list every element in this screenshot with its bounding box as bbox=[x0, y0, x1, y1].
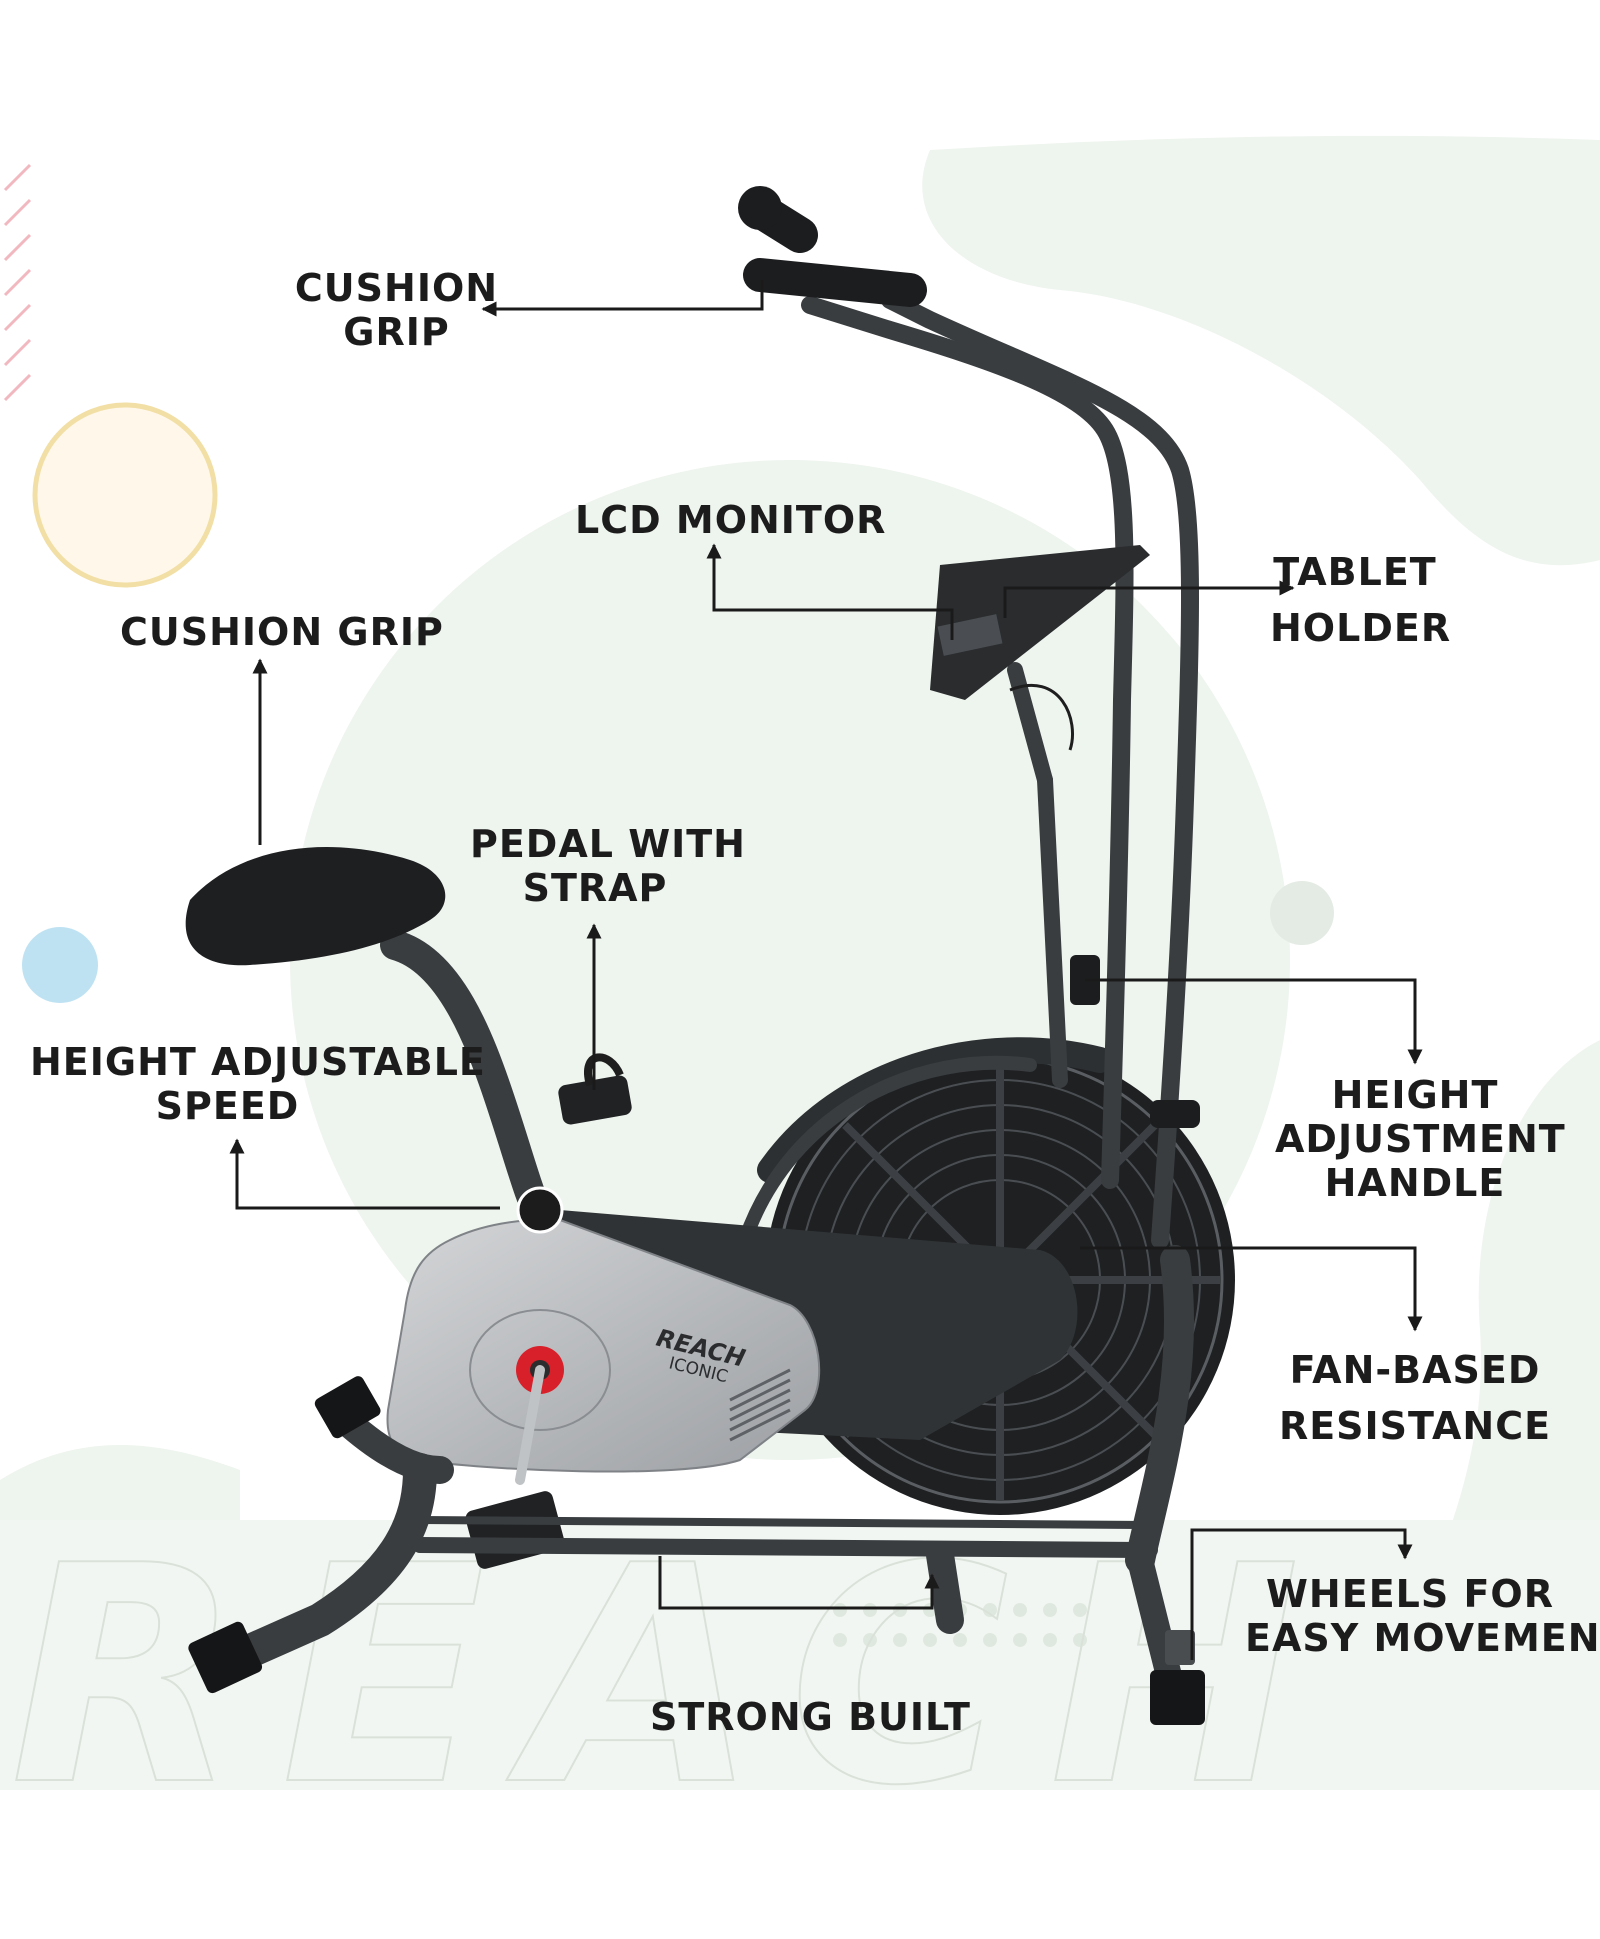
leader-lines bbox=[229, 280, 1423, 1660]
arrow-height-adjustable-speed bbox=[229, 1138, 500, 1210]
exercise-bike: REACH ICONIC bbox=[185, 186, 1235, 1725]
grey-dot bbox=[1270, 881, 1334, 945]
label-cushion-grip-seat: CUSHION GRIP bbox=[120, 610, 444, 654]
arrow-lcd-monitor bbox=[706, 543, 954, 640]
body-cover: REACH ICONIC bbox=[386, 1210, 1078, 1473]
arrow-strong-built bbox=[658, 1556, 940, 1610]
seat-assembly bbox=[185, 847, 564, 1234]
handlebar-frame bbox=[801, 291, 1199, 1713]
arrow-tablet-holder bbox=[1003, 580, 1295, 618]
yellow-circle-outline bbox=[32, 402, 218, 588]
blue-dot bbox=[22, 927, 98, 1003]
arrow-height-adjustment-handle bbox=[1085, 978, 1423, 1065]
base-frame bbox=[213, 1406, 1158, 1677]
console bbox=[930, 545, 1150, 1088]
base-feet bbox=[188, 1376, 1205, 1725]
label-height-adjustment-handle: HEIGHT ADJUSTMENT HANDLE bbox=[1275, 1073, 1566, 1205]
label-fan-based-resistance: FAN-BASED RESISTANCE bbox=[1278, 1348, 1552, 1448]
arrow-wheels bbox=[1190, 1528, 1413, 1660]
label-strong-built: STRONG BUILT bbox=[650, 1695, 971, 1739]
handle-grips bbox=[738, 186, 927, 307]
background-blob-top-right bbox=[922, 135, 1600, 566]
pink-stripes bbox=[3, 163, 32, 402]
label-lcd-monitor: LCD MONITOR bbox=[575, 498, 887, 542]
arrow-fan-based-resistance bbox=[1080, 1246, 1423, 1332]
label-height-adjustable-speed: HEIGHT ADJUSTABLE SPEED bbox=[30, 1040, 486, 1128]
label-wheels: WHEELS FOR EASY MOVEMENT bbox=[1245, 1572, 1600, 1660]
label-cushion-grip-top: CUSHION GRIP bbox=[294, 266, 499, 354]
label-pedal-with-strap: PEDAL WITH STRAP bbox=[470, 822, 746, 910]
arrow-cushion-grip-top bbox=[481, 280, 764, 317]
label-tablet-holder: TABLET HOLDER bbox=[1270, 550, 1452, 650]
